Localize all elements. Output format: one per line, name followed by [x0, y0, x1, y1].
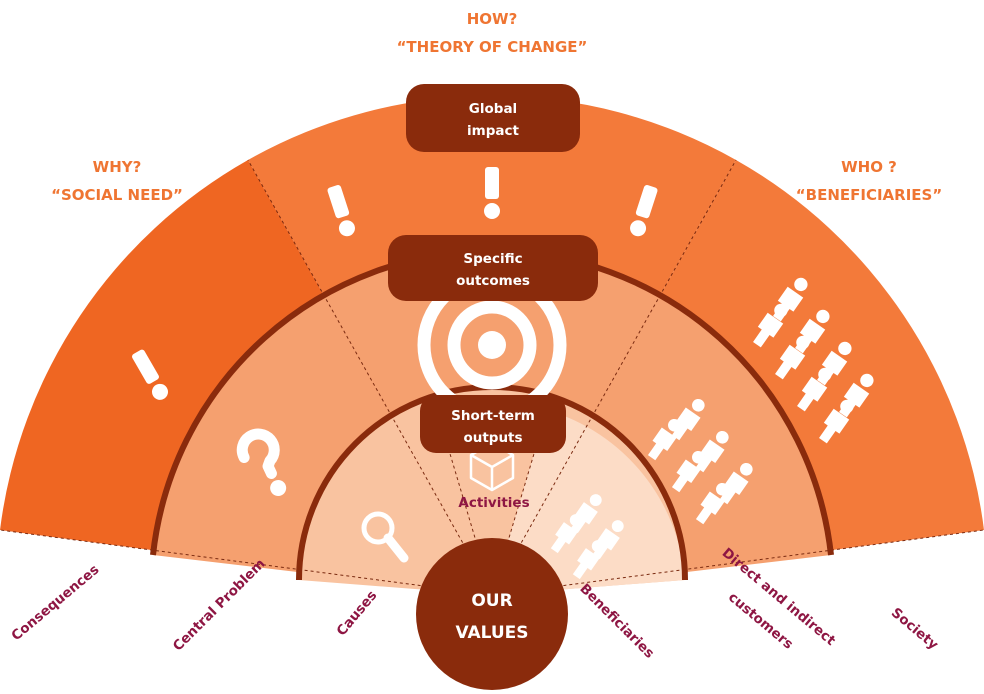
magnifier-icon [361, 511, 409, 563]
why-heading: WHY? [93, 158, 142, 176]
person-icon [775, 335, 810, 380]
beneficiaries-heading: “BENEFICIARIES” [796, 186, 942, 204]
specific-outcomes-box: Specific outcomes [388, 235, 598, 301]
our-values-circle: OUR VALUES [416, 538, 568, 690]
person-icon [695, 482, 729, 525]
social-need-heading: “SOCIAL NEED” [51, 186, 183, 204]
exclamation-icon [132, 349, 168, 400]
person-icon [572, 540, 604, 580]
our-values-line2: VALUES [455, 623, 528, 643]
exclamation-icon [484, 167, 500, 219]
people-icons [550, 277, 874, 580]
exclamation-icon [327, 184, 355, 237]
global-impact-box: Global impact [406, 84, 580, 152]
theory-of-change-heading: “THEORY OF CHANGE” [397, 38, 588, 56]
society-label: Society [888, 605, 941, 653]
who-heading: WHO ? [841, 158, 897, 176]
beneficiaries-label: Beneficiaries [576, 581, 657, 662]
cube-icon [469, 441, 515, 492]
central-problem-label: Central Problem [170, 556, 269, 655]
question-mark-icon [236, 428, 287, 496]
short-term-outputs-box: Short-term outputs [420, 395, 566, 453]
specific-outcomes-line2: outcomes [456, 273, 530, 289]
person-icon [671, 450, 705, 493]
global-impact-line1: Global [469, 101, 517, 117]
consequences-label: Consequences [8, 562, 102, 644]
person-icon [753, 303, 788, 348]
inner-beneficiaries-wedge [492, 410, 685, 595]
person-icon [695, 430, 729, 473]
global-impact-line2: impact [467, 123, 519, 139]
causes-label: Causes [333, 588, 380, 640]
person-icon [719, 462, 753, 505]
person-icon [550, 514, 582, 554]
how-heading: HOW? [467, 10, 518, 28]
person-icon [647, 418, 681, 461]
person-icon [819, 399, 854, 444]
activities-label: Activities [458, 495, 529, 511]
exclamation-icon [630, 184, 658, 237]
short-term-outputs-line2: outputs [463, 430, 522, 446]
person-icon [797, 367, 832, 412]
person-icon [671, 398, 705, 441]
our-values-line1: OUR [471, 591, 512, 611]
specific-outcomes-line1: Specific [463, 251, 522, 267]
short-term-outputs-line1: Short-term [451, 408, 535, 424]
